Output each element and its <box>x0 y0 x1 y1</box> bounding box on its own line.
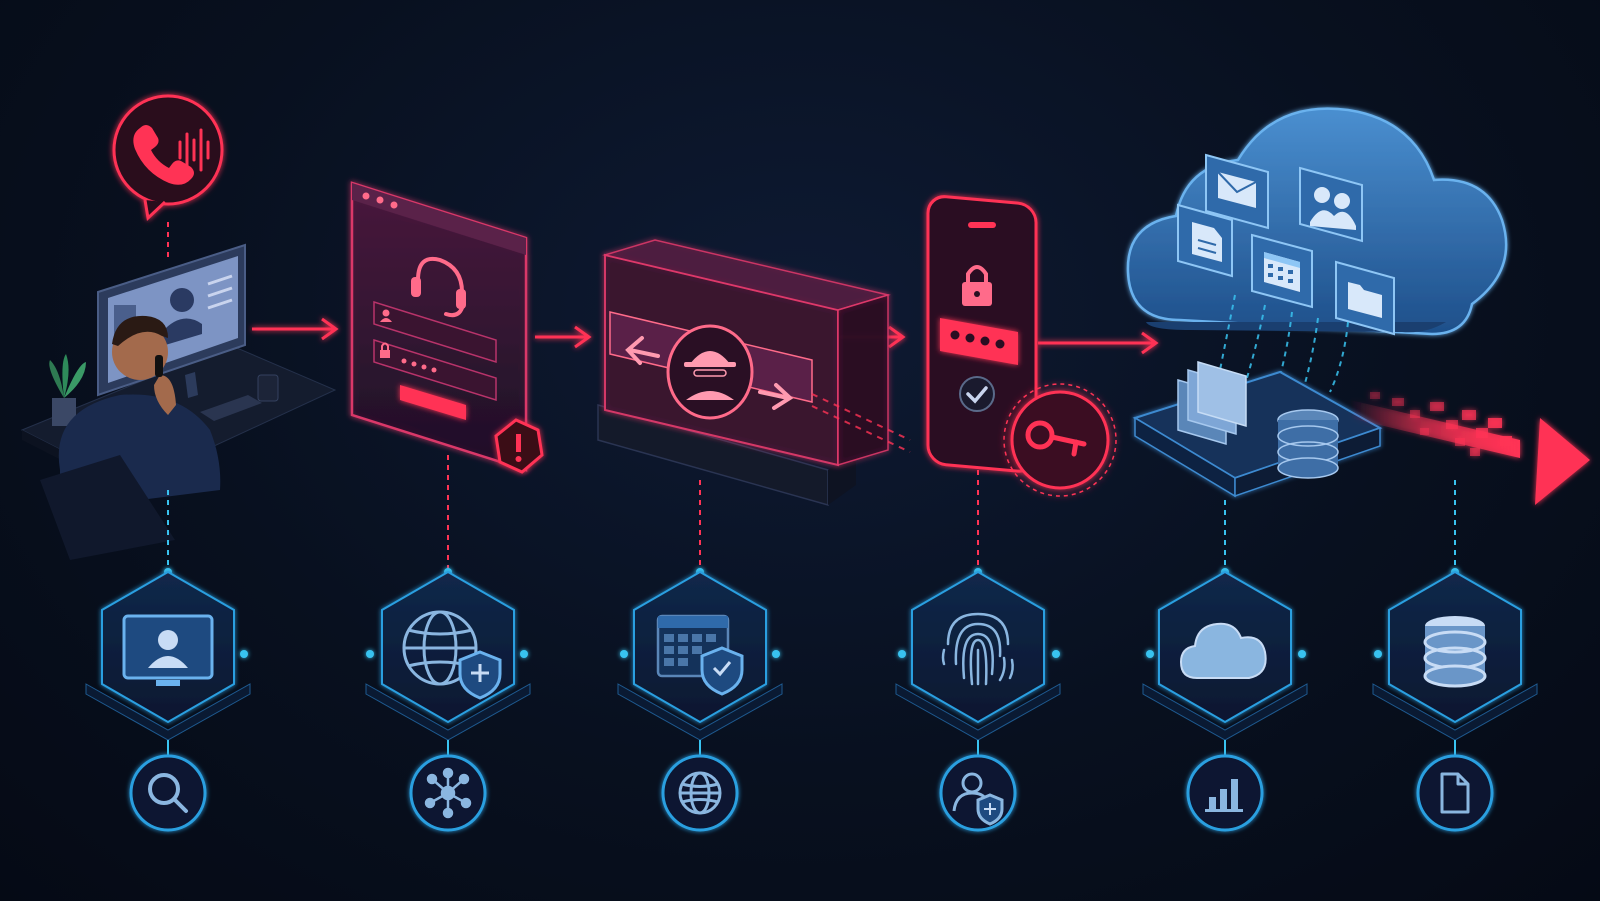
defense-node-5 <box>1142 570 1308 741</box>
defense-node-4 <box>895 570 1061 741</box>
calendar-icon <box>1251 233 1313 309</box>
exfiltration-arrow <box>1350 392 1590 505</box>
globe-shield-icon <box>402 610 502 700</box>
folder-icon <box>1335 260 1395 336</box>
defense-node-3 <box>617 570 783 741</box>
password-dots-icon <box>940 318 1018 365</box>
calendar-shield-icon <box>656 614 744 696</box>
hacker-icon <box>666 324 754 420</box>
sub-circle-5 <box>1186 754 1264 832</box>
password-field <box>373 338 497 402</box>
arrow-left-icon <box>625 336 660 365</box>
lock-icon <box>380 350 390 358</box>
network-icon <box>424 767 472 819</box>
database-icon <box>1277 409 1339 479</box>
monitor-user-icon <box>122 614 214 686</box>
check-icon <box>959 376 995 412</box>
arrow-right-icon <box>758 383 794 410</box>
sub-circle-2 <box>409 754 487 832</box>
soundwave-icon <box>178 128 210 172</box>
key-icon <box>1003 383 1117 497</box>
file-icon <box>1440 772 1470 814</box>
search-icon <box>148 773 188 813</box>
database-node-icon <box>1423 616 1487 688</box>
user-field <box>373 300 497 364</box>
vertical-connectors <box>167 455 1456 572</box>
phone-bubble <box>112 94 224 222</box>
users-icon <box>1299 166 1363 243</box>
headset-icon <box>411 257 466 318</box>
mail-icon <box>1205 153 1269 230</box>
cloud-tiles <box>1177 153 1395 336</box>
sub-connectors <box>167 740 1456 756</box>
login-button <box>400 385 466 420</box>
sub-circle-1 <box>129 754 207 832</box>
user-field-icon <box>382 309 390 317</box>
user-shield-icon <box>952 772 1004 826</box>
stage-proxy-interception <box>597 239 911 506</box>
stage-cloud-data-access <box>1126 107 1590 505</box>
storage-platform <box>1132 370 1383 498</box>
cloud-icon <box>1179 622 1267 679</box>
globe-icon <box>678 771 722 815</box>
document-icon <box>1177 203 1233 278</box>
file-folders-icon <box>1177 361 1247 445</box>
defense-node-1 <box>85 570 251 741</box>
sub-circle-4 <box>939 754 1017 832</box>
stage-vishing-call <box>20 94 337 560</box>
phone-lock-icon <box>962 265 992 306</box>
fingerprint-icon <box>941 612 1014 686</box>
defense-node-2 <box>365 570 531 741</box>
bar-chart-icon <box>1205 779 1243 812</box>
phone-icon <box>133 125 194 185</box>
person-on-call-icon <box>40 315 221 560</box>
warning-icon <box>494 418 544 474</box>
sub-circle-6 <box>1416 754 1494 832</box>
stage-fake-helpdesk-login <box>350 181 544 474</box>
defense-node-6 <box>1372 570 1538 741</box>
stage-mfa-capture <box>926 195 1117 497</box>
sub-circle-3 <box>661 754 739 832</box>
plant-icon <box>49 354 86 426</box>
